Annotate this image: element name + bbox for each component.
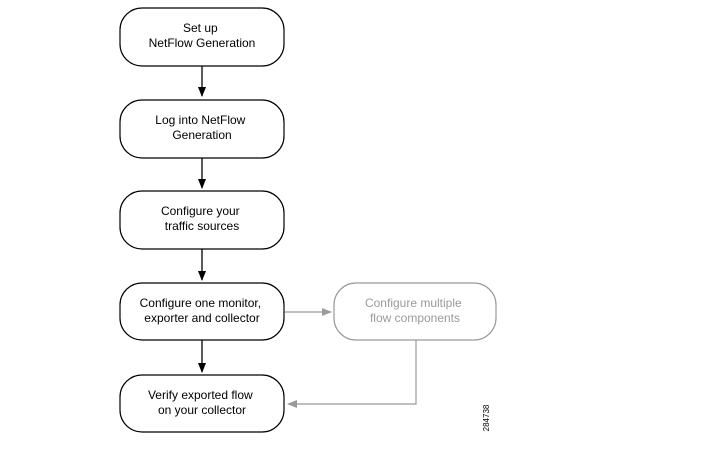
node-traffic: Configure your traffic sources	[119, 190, 285, 250]
node-configure-multiple: Configure multiple flow components	[333, 282, 497, 341]
node-verify-line-1: Verify exported flow	[148, 388, 253, 402]
svg-text:Configure your traffic s: Configure your traffic sources	[161, 204, 243, 233]
figure-id: 284738	[482, 404, 491, 431]
node-setup: Set up NetFlow Generation	[119, 7, 285, 67]
node-configure-multiple-line-2: flow components	[370, 311, 460, 325]
edges	[198, 66, 417, 408]
svg-text:Verify exported flow on: Verify exported flow on your collector	[148, 388, 256, 417]
node-verify: Verify exported flow on your collector	[119, 374, 285, 433]
svg-text:Set up NetFlow Generatio: Set up NetFlow Generation	[149, 21, 256, 50]
node-configure-one: Configure one monitor, exporter and coll…	[119, 282, 285, 341]
node-verify-line-2: on your collector	[158, 403, 246, 417]
node-setup-line-2: NetFlow Generation	[149, 36, 256, 50]
svg-text:Log into NetFlow Generat: Log into NetFlow Generation	[155, 113, 248, 142]
node-login-line-2: Generation	[172, 128, 231, 142]
node-traffic-line-1: Configure your	[161, 204, 240, 218]
node-configure-one-line-1: Configure one monitor,	[140, 296, 261, 310]
svg-text:Configure one monitor, e: Configure one monitor, exporter and coll…	[140, 296, 265, 325]
node-setup-line-1: Set up	[183, 21, 218, 35]
svg-text:Configure multiple flow: Configure multiple flow components	[365, 296, 465, 325]
node-configure-multiple-line-1: Configure multiple	[365, 296, 462, 310]
node-login: Log into NetFlow Generation	[119, 99, 285, 159]
arrow-configure-multiple-to-verify	[287, 340, 417, 408]
node-configure-one-line-2: exporter and collector	[144, 311, 259, 325]
node-login-line-1: Log into NetFlow	[155, 113, 245, 127]
node-traffic-line-2: traffic sources	[165, 219, 239, 233]
